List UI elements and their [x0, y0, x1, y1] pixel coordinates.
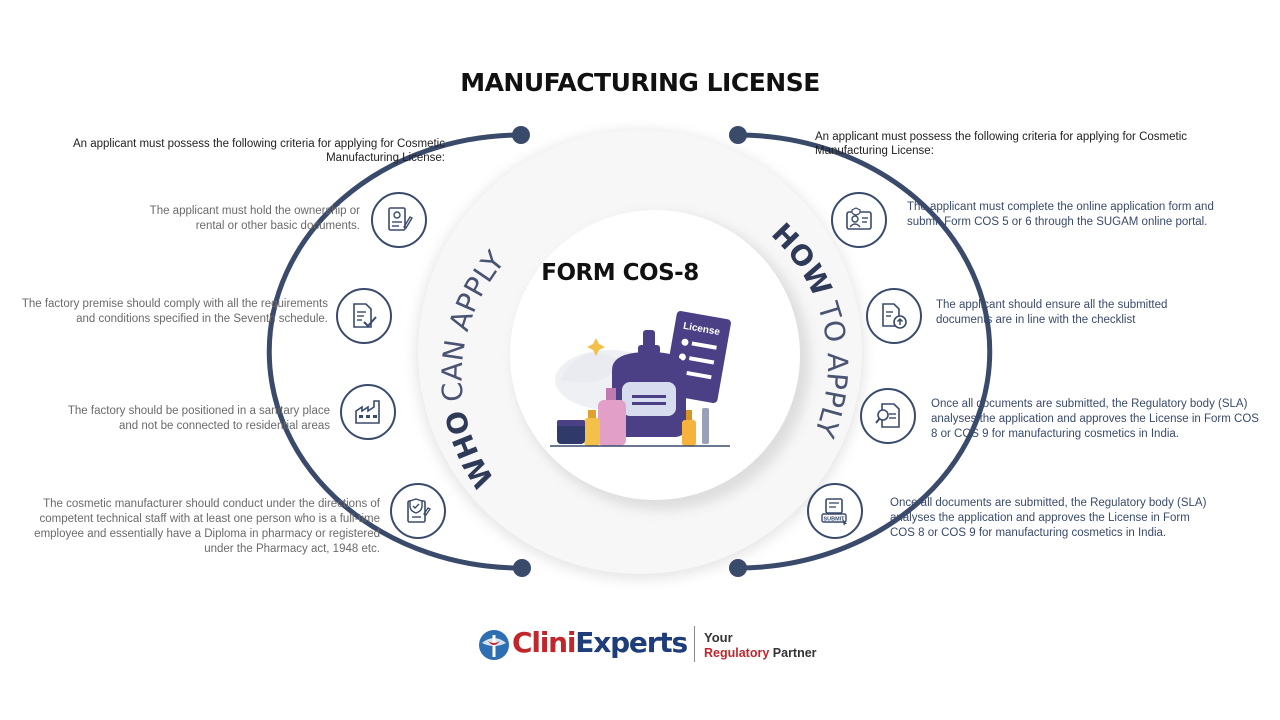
document-search-icon — [860, 388, 916, 444]
document-upload-icon — [866, 288, 922, 344]
left-intro-text: An applicant must possess the following … — [72, 138, 445, 164]
right-arc-top-dot — [729, 126, 747, 144]
left-item-3-text: The factory should be positioned in a sa… — [67, 405, 330, 432]
right-item-3-text: Once all documents are submitted, the Re… — [931, 398, 1259, 440]
factory-icon — [340, 384, 396, 440]
id-card-icon — [831, 192, 887, 248]
left-arc — [266, 132, 525, 571]
document-certificate-icon — [371, 192, 427, 248]
left-arc-top-dot — [512, 126, 530, 144]
form-title: FORM COS-8 — [541, 260, 699, 286]
tagline-regulatory: Regulatory — [704, 646, 770, 660]
right-intro-text: An applicant must possess the following … — [815, 131, 1188, 157]
cliniexperts-logo: CliniExperts Your Regulatory Partner — [476, 624, 817, 668]
tagline-line2: Regulatory Partner — [704, 646, 817, 660]
brand-name-part1: Clini — [512, 626, 576, 659]
svg-text:SUBMIT: SUBMIT — [823, 517, 845, 523]
document-checklist-icon — [336, 288, 392, 344]
right-item-1-text: The applicant must complete the online a… — [907, 201, 1214, 228]
right-arc-bottom-dot — [729, 559, 747, 577]
right-arc — [735, 132, 993, 571]
submit-screen-icon: SUBMIT — [807, 483, 863, 539]
left-arc-bottom-dot — [513, 559, 531, 577]
logo-emblem — [479, 630, 509, 660]
tagline-line1: Your — [704, 630, 733, 645]
left-item-4-text: The cosmetic manufacturer should conduct… — [34, 498, 380, 555]
left-item-2-text: The factory premise should comply with a… — [21, 298, 328, 325]
page-title: MANUFACTURING LICENSE — [460, 68, 820, 97]
shield-checklist-icon — [390, 483, 446, 539]
cosmetics-illustration: License — [550, 311, 731, 447]
left-item-1-text: The applicant must hold the ownership or… — [149, 205, 360, 232]
brand-name-part2: Experts — [575, 626, 688, 659]
right-item-4-text: Once all documents are submitted, the Re… — [890, 497, 1207, 539]
logo-divider — [694, 626, 695, 662]
tagline-partner: Partner — [772, 646, 817, 660]
brand-name: CliniExperts — [512, 626, 688, 659]
right-item-2-text: The applicant should ensure all the subm… — [936, 299, 1168, 326]
